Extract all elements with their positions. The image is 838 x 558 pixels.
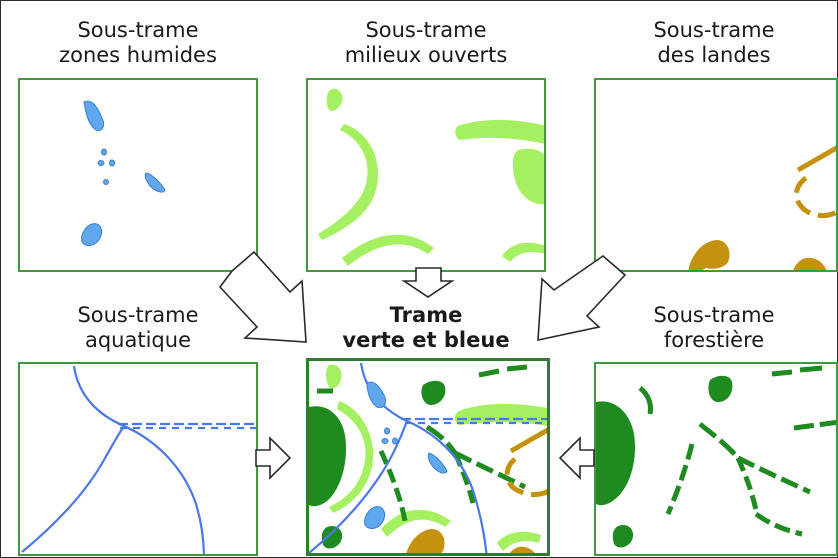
heath-corridor bbox=[796, 145, 836, 173]
forest-patch bbox=[596, 401, 636, 506]
forest-patch bbox=[612, 524, 634, 548]
pond-shape bbox=[384, 427, 390, 435]
panel-wetlands bbox=[18, 78, 258, 272]
forest-corridor bbox=[793, 420, 836, 431]
forest-patch bbox=[309, 406, 347, 507]
forest-corridor bbox=[425, 424, 458, 455]
pond-shape bbox=[103, 179, 109, 185]
meadow-patch bbox=[326, 88, 343, 111]
meadow-corridor bbox=[342, 234, 434, 266]
pond-shape bbox=[144, 172, 166, 193]
panel-forest bbox=[594, 362, 838, 556]
forest-corridor bbox=[665, 443, 695, 515]
pond-shape bbox=[83, 100, 105, 131]
meadow-corridor bbox=[381, 509, 451, 537]
panel-aquatic bbox=[18, 362, 258, 556]
river-line bbox=[72, 365, 206, 554]
heath-corridor bbox=[504, 457, 547, 498]
arrow-down-icon bbox=[401, 267, 455, 298]
forest-corridor bbox=[478, 364, 528, 378]
pond-shape bbox=[81, 223, 103, 246]
arrow-down-left-icon bbox=[537, 254, 627, 342]
pond-shape bbox=[392, 437, 398, 445]
heath-patch bbox=[509, 546, 535, 553]
forest-patch bbox=[321, 525, 343, 549]
forest-corridor bbox=[736, 455, 812, 495]
pond-shape bbox=[109, 159, 115, 167]
forest-corridor bbox=[638, 386, 653, 415]
forest-corridor bbox=[378, 449, 408, 522]
meadow-corridor bbox=[329, 401, 374, 513]
heath-patch bbox=[793, 257, 827, 270]
pond-shape bbox=[101, 148, 107, 156]
forest-corridor bbox=[698, 422, 740, 460]
forest-patch bbox=[421, 380, 446, 405]
heath-corridor bbox=[794, 175, 836, 219]
panel-heathland bbox=[594, 78, 838, 272]
forest-corridor bbox=[754, 511, 803, 537]
pond-shape bbox=[381, 438, 389, 444]
heath-patch bbox=[688, 240, 730, 270]
pond-shape bbox=[366, 381, 386, 408]
forest-patch bbox=[708, 375, 733, 402]
meadow-patch bbox=[455, 119, 544, 144]
arrow-down-right-icon bbox=[218, 250, 307, 343]
meadow-patch bbox=[326, 364, 342, 389]
forest-corridor bbox=[452, 451, 476, 504]
arrow-left-icon bbox=[558, 436, 595, 480]
forest-corridor bbox=[771, 365, 823, 377]
forest-corridor bbox=[453, 450, 527, 490]
pond-shape bbox=[364, 506, 386, 529]
river-line bbox=[309, 420, 409, 553]
meadow-corridor bbox=[318, 124, 379, 240]
panel-green-blue-network bbox=[306, 358, 550, 556]
meadow-patch bbox=[454, 404, 547, 426]
heath-patch bbox=[406, 529, 445, 553]
meadow-corridor bbox=[502, 242, 544, 262]
meadow-corridor bbox=[497, 531, 541, 551]
meadow-patch bbox=[512, 148, 544, 205]
forest-corridor bbox=[735, 456, 759, 511]
heath-corridor bbox=[509, 427, 547, 454]
pond-shape bbox=[97, 160, 105, 166]
pond-shape bbox=[427, 452, 448, 474]
river-line bbox=[21, 425, 125, 553]
arrow-right-icon bbox=[255, 436, 292, 480]
